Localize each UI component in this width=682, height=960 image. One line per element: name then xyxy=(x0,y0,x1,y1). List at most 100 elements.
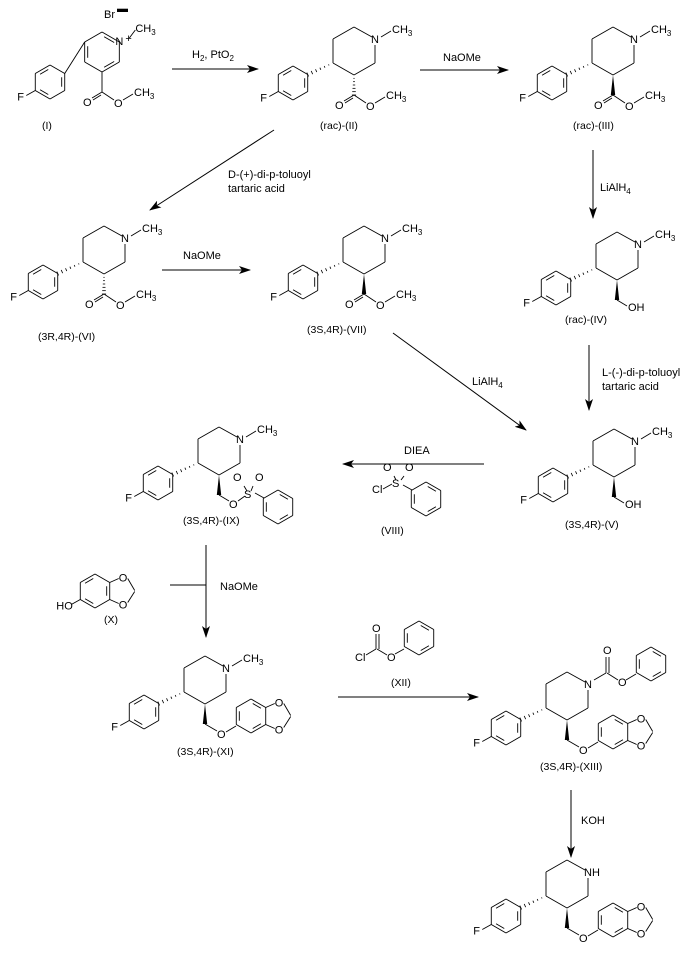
hashed-wedge-bond xyxy=(528,714,531,718)
nitrogen-atom: N xyxy=(115,36,123,48)
ring-bond xyxy=(80,599,96,609)
ring-bond xyxy=(418,646,434,656)
ring-bond xyxy=(49,64,65,74)
c-f-bond xyxy=(482,736,492,742)
bond xyxy=(390,229,402,237)
bond xyxy=(612,94,626,104)
aromatic-bond xyxy=(84,578,94,584)
bond xyxy=(64,41,86,74)
ring-bond xyxy=(425,481,441,491)
ring-bond xyxy=(538,467,554,477)
hashed-wedge-bond xyxy=(319,67,322,71)
bond xyxy=(633,96,645,104)
bond xyxy=(204,723,218,732)
hashed-wedge-bond xyxy=(570,472,574,477)
ring-bond xyxy=(598,928,614,938)
ring-bond xyxy=(505,898,521,908)
ring-bond xyxy=(263,489,279,499)
bond xyxy=(265,724,275,729)
hashed-wedge-bond xyxy=(333,264,336,267)
nitrogen-atom: N xyxy=(371,34,379,46)
hashed-wedge-bond xyxy=(310,70,314,75)
bond xyxy=(591,26,614,40)
bond xyxy=(363,261,386,275)
bond xyxy=(595,267,618,281)
wedge-bond xyxy=(564,908,570,928)
oxygen-atom: O xyxy=(217,729,226,741)
reagent-step8: DIEA xyxy=(404,445,430,457)
sulfur-atom: S xyxy=(244,489,251,501)
aromatic-bond xyxy=(495,735,505,741)
bond xyxy=(566,739,580,748)
ring-bond xyxy=(277,489,293,499)
bond xyxy=(613,496,625,504)
ring-bond xyxy=(129,694,145,704)
bond xyxy=(602,94,614,102)
c-f-bond xyxy=(279,290,289,296)
bond xyxy=(545,671,568,685)
nitrogen-atom: N xyxy=(381,233,389,245)
methyl-group: CH3 xyxy=(392,24,413,38)
ring-bond xyxy=(425,507,441,517)
hydroxyl-group: OH xyxy=(628,302,645,314)
oxygen-atom: O xyxy=(366,101,375,113)
methyl-group: CH3 xyxy=(136,289,157,303)
ring-bond xyxy=(42,264,58,274)
wedge-bond xyxy=(202,704,208,724)
reagent-step7: L-(-)-di-p-toluoyl tartaric acid xyxy=(602,367,680,393)
aromatic-bond xyxy=(279,514,289,520)
bond xyxy=(566,927,580,936)
ring-bond xyxy=(411,481,427,491)
ring-bond xyxy=(35,64,51,74)
bond xyxy=(103,293,117,303)
c-f-bond xyxy=(482,924,492,930)
aromatic-bond xyxy=(541,90,551,96)
bond xyxy=(254,492,265,499)
bond xyxy=(587,929,599,937)
hashed-wedge-bond xyxy=(583,467,586,470)
nitrogen-atom: N xyxy=(121,233,129,245)
ring-bond xyxy=(143,491,159,501)
chlorine-atom: Cl xyxy=(355,652,365,664)
ring-bond xyxy=(129,720,145,730)
bond xyxy=(183,655,206,669)
oxygen-atom: O xyxy=(618,677,627,689)
hashed-wedge-bond xyxy=(171,472,174,477)
ring-bond xyxy=(84,31,103,43)
ring-bond xyxy=(491,924,507,934)
hashed-wedge-bond xyxy=(315,69,318,73)
ring-bond xyxy=(491,710,507,720)
hashed-wedge-bond xyxy=(325,268,328,272)
aromatic-bond xyxy=(292,289,302,295)
nitrogen-atom: N xyxy=(584,679,592,691)
aromatic-bond xyxy=(282,70,292,76)
aromatic-bond xyxy=(614,739,624,745)
oxygen-atom: O xyxy=(637,902,646,914)
bond xyxy=(353,62,376,76)
hashed-wedge-bond xyxy=(578,274,581,278)
methyl-group: CH3 xyxy=(402,223,423,237)
hashed-wedge-bond xyxy=(306,72,309,77)
bond xyxy=(342,261,365,275)
nitrogen-atom: N xyxy=(222,663,230,675)
bond xyxy=(592,464,615,478)
hashed-wedge-bond xyxy=(569,277,572,282)
oxygen-atom: O xyxy=(229,499,238,511)
fluorine-atom: F xyxy=(10,292,17,304)
aromatic-bond xyxy=(103,61,115,68)
ring-bond xyxy=(551,91,567,101)
methyl-group: CH3 xyxy=(135,23,156,37)
svg-text:H2, PtO2: H2, PtO2 xyxy=(192,49,234,63)
bond xyxy=(616,231,636,243)
hashed-wedge-bond xyxy=(157,701,160,706)
svg-text:LiAlH4: LiAlH4 xyxy=(600,182,631,196)
oxygen-atom: O xyxy=(345,299,354,311)
hashed-wedge-bond xyxy=(566,474,569,479)
bond xyxy=(374,96,386,104)
hashed-wedge-bond xyxy=(579,469,582,473)
hashed-wedge-bond xyxy=(574,69,577,73)
methyl-group: CH3 xyxy=(243,653,264,667)
ring-bond xyxy=(288,290,304,300)
oxygen-atom: O xyxy=(85,299,94,311)
aromatic-bond xyxy=(32,269,42,275)
